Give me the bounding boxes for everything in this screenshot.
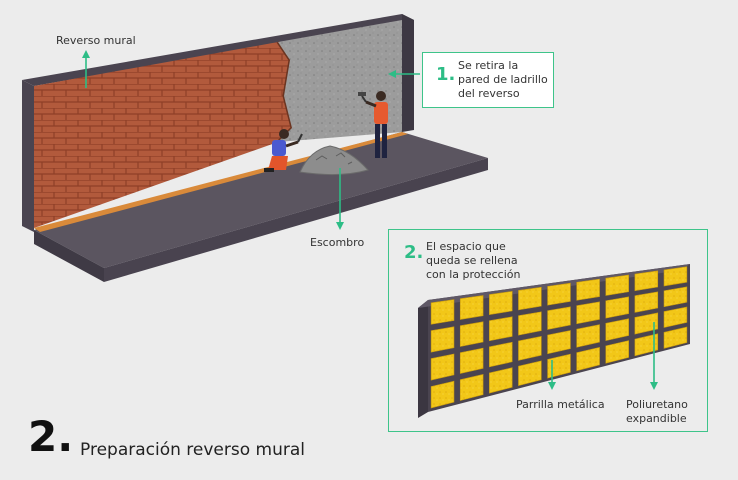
foam-cell [634, 291, 659, 313]
foam-cell [634, 270, 659, 292]
foam-cell [576, 301, 600, 325]
foam-cell [547, 306, 571, 330]
foam-cell [605, 274, 629, 296]
step1-number: 1. [436, 64, 456, 85]
foam-cell [430, 380, 455, 409]
arrowhead-left-icon [388, 70, 396, 78]
foam-cell [663, 326, 688, 349]
exposed-concrete [278, 20, 402, 142]
arrowhead-down-icon [548, 382, 556, 390]
wall-top-edge [22, 14, 414, 86]
arrowhead-up-icon [82, 50, 90, 58]
foam-cell [459, 374, 484, 401]
foam-cell [459, 321, 484, 347]
foam-cell [663, 306, 688, 328]
debris-pile [299, 145, 369, 176]
foam-cell [663, 286, 688, 308]
step1-box [422, 52, 554, 108]
wall-left-end [22, 80, 34, 232]
worker-standing [358, 91, 388, 158]
foam-cell [489, 367, 513, 394]
foam-cells [430, 266, 688, 409]
foam-cell [663, 266, 688, 287]
label-reverse-wall: Reverso mural [56, 34, 136, 47]
foam-cell [547, 282, 571, 306]
foam-cell [489, 316, 513, 342]
label-metal-grid: Parrilla metálica [516, 398, 605, 411]
page-title: Preparación reverso mural [80, 440, 306, 460]
step2-text: El espacio que queda se rellena con la p… [426, 240, 521, 281]
step1-text: Se retira la pared de ladrillo del rever… [458, 59, 548, 100]
foam-cell [430, 326, 455, 353]
foam-cell [489, 291, 513, 316]
foam-cell [547, 353, 571, 379]
foam-cell [459, 347, 484, 374]
wall-right-end [402, 14, 414, 132]
foam-cell [430, 299, 455, 325]
label-debris: Escombro [310, 236, 365, 249]
foam-cell [576, 278, 600, 301]
floor-front-left [34, 230, 104, 282]
arrowhead-down-icon [650, 382, 658, 390]
foam-cell [576, 324, 600, 348]
foam-cell [576, 346, 600, 372]
foam-cell [634, 333, 659, 357]
foam-cell [518, 335, 542, 361]
arrowhead-down-icon [336, 222, 344, 230]
foam-cell [634, 312, 659, 335]
foam-cell [605, 340, 629, 364]
foam-cell [518, 360, 542, 386]
callout-arrows [82, 50, 658, 390]
step2-number: 2. [404, 242, 424, 263]
step2-box [388, 229, 708, 432]
foam-cell [489, 341, 513, 368]
foam-cell [459, 295, 484, 320]
panel-side [418, 300, 428, 418]
title-number: 2. [28, 412, 74, 461]
foam-cell [518, 311, 542, 336]
foam-cell [430, 353, 455, 381]
floor-slab [34, 132, 488, 268]
wall-scene [22, 14, 488, 282]
foam-cell [547, 330, 571, 355]
worker-kneeling [264, 129, 303, 172]
foam-cell [605, 296, 629, 319]
brick-wall [34, 42, 292, 228]
insulation-panel [418, 264, 690, 418]
foam-cell [605, 318, 629, 342]
foam-cell [518, 286, 542, 311]
floor-front-edge [104, 158, 488, 282]
label-foam: Poliuretano expandible [626, 398, 688, 425]
